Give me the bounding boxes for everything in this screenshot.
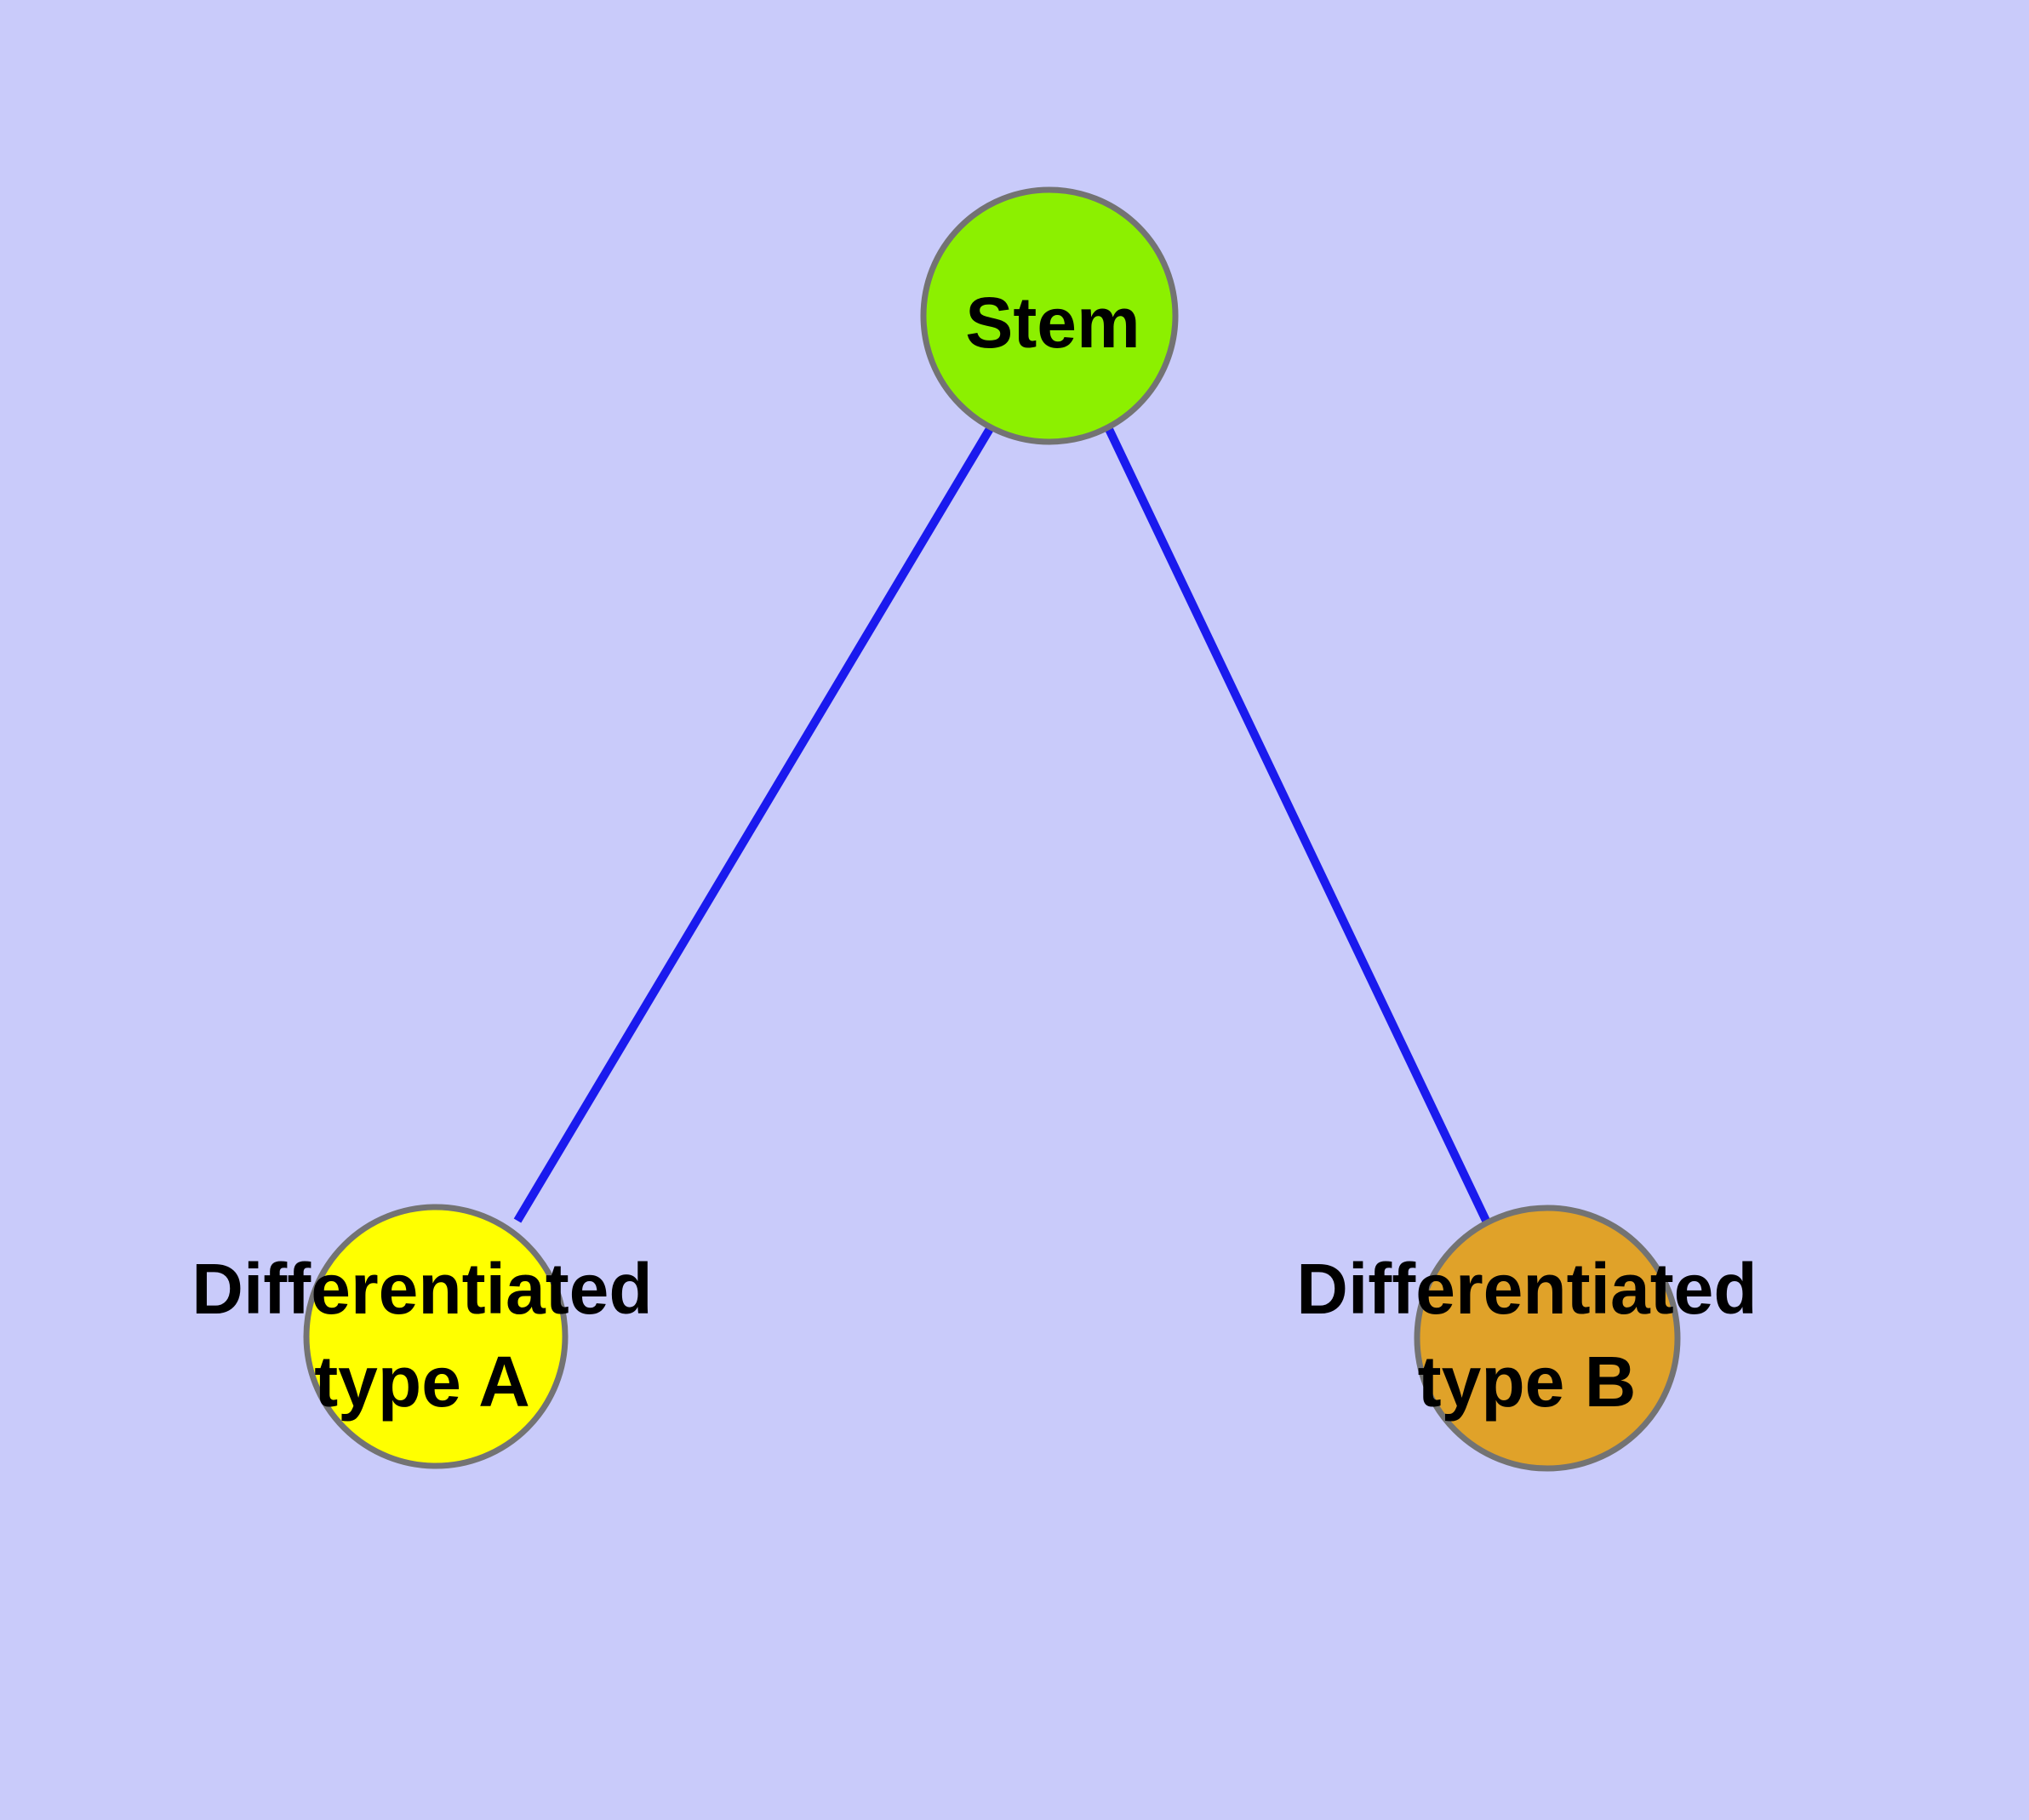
node-circle-stem[interactable] xyxy=(920,186,1179,445)
node-circle-diff_a[interactable] xyxy=(303,1204,569,1469)
node-label-line: Differentiated xyxy=(191,1249,652,1329)
node-label-line: Stem xyxy=(965,283,1140,363)
node-label-diff_a: Differentiated type A xyxy=(191,1249,652,1422)
edge-stem-to-diff-b[interactable] xyxy=(1104,425,1492,1227)
node-label-stem: Stem xyxy=(965,283,1140,363)
node-circle-diff_b[interactable] xyxy=(1414,1205,1681,1472)
node-label-line: Differentiated xyxy=(1296,1249,1757,1329)
node-label-diff_b: Differentiated type B xyxy=(1296,1249,1757,1422)
node-label-line: type B xyxy=(1418,1342,1637,1422)
edge-stem-to-diff-a[interactable] xyxy=(513,425,995,1223)
node-label-line: type A xyxy=(314,1342,530,1422)
edges-group xyxy=(513,425,1492,1227)
